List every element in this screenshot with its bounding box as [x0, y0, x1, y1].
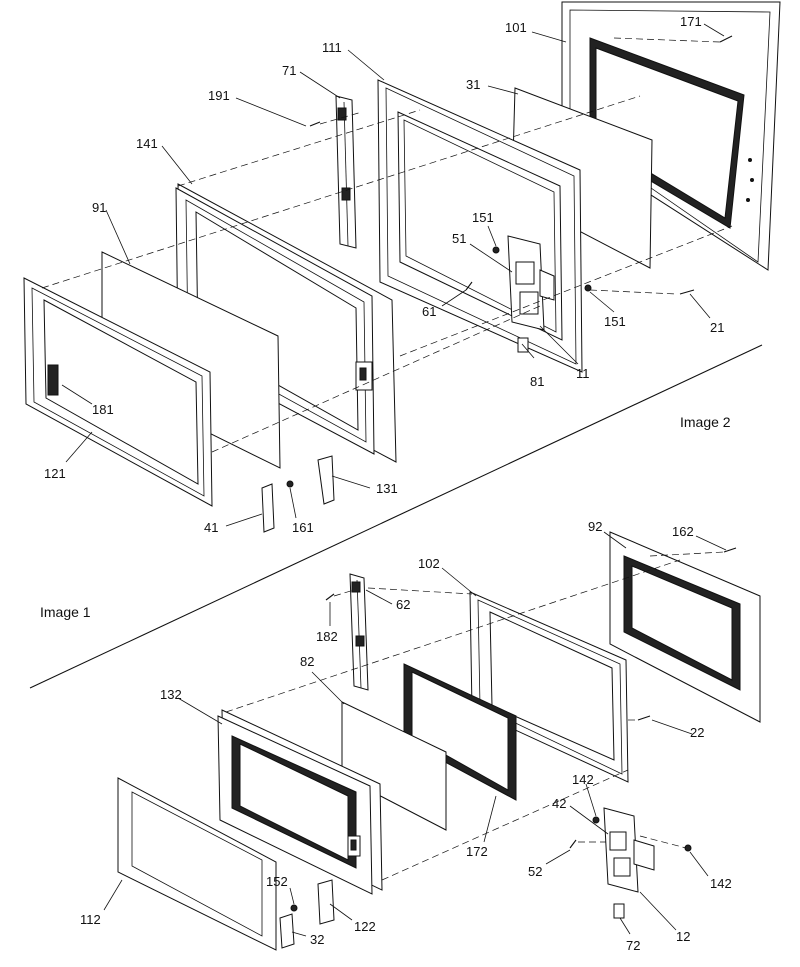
label-part-71: 71: [282, 63, 296, 78]
label-part-152: 152: [266, 874, 288, 889]
label-part-32: 32: [310, 932, 324, 947]
label-part-172: 172: [466, 844, 488, 859]
label-part-131: 131: [376, 481, 398, 496]
label-part-102: 102: [418, 556, 440, 571]
leader-lines-bottom: [103, 531, 727, 937]
label-part-151-b: 151: [604, 314, 626, 329]
part-92-outer-door-panel: [609, 531, 761, 723]
label-part-181: 181: [92, 402, 114, 417]
label-part-101: 101: [505, 20, 527, 35]
part-21-screw: [679, 289, 695, 295]
alignment-lines-top: [41, 37, 733, 453]
part-132-door-frame: [217, 709, 383, 895]
label-part-122: 122: [354, 919, 376, 934]
part-191-screw: [309, 121, 321, 127]
label-part-112: 112: [80, 912, 101, 927]
part-162-screw: [723, 547, 737, 553]
label-part-52: 52: [528, 864, 542, 879]
label-part-61: 61: [422, 304, 436, 319]
label-part-151-a: 151: [472, 210, 494, 225]
label-part-21: 21: [710, 320, 724, 335]
label-part-141: 141: [136, 136, 158, 151]
label-part-22: 22: [690, 725, 704, 740]
part-171-screw: [719, 35, 733, 43]
label-part-72: 72: [626, 938, 640, 953]
label-part-111: 111: [322, 40, 342, 55]
part-12-latch-assembly: [603, 807, 655, 893]
label-part-191: 191: [208, 88, 230, 103]
part-62-hinge-strip: [349, 573, 369, 691]
part-161-screw: [286, 480, 294, 488]
part-102-inner-frame: [469, 591, 629, 783]
label-part-91: 91: [92, 200, 106, 215]
label-part-132: 132: [160, 687, 182, 702]
part-71-hinge-strip: [335, 95, 357, 249]
part-82-glass-pane: [341, 701, 447, 831]
part-121-front-door-panel: [23, 277, 213, 507]
part-11-latch-assembly: [507, 235, 555, 331]
divider-line: [29, 344, 763, 689]
label-part-62: 62: [396, 597, 410, 612]
label-part-92: 92: [588, 519, 602, 534]
label-part-82: 82: [300, 654, 314, 669]
part-182-screw: [325, 593, 335, 601]
label-part-41: 41: [204, 520, 218, 535]
label-part-42: 42: [552, 796, 566, 811]
caption-image-2: Image 2: [680, 414, 731, 430]
part-142-screw-a: [592, 816, 600, 824]
part-labels: 101 171 111 71 191 31 141 91 151 51 61 1…: [44, 14, 732, 953]
label-part-31: 31: [466, 77, 480, 92]
part-72-clip: [613, 903, 625, 919]
part-22-screw: [637, 715, 651, 721]
part-141-door-frame: [175, 183, 397, 463]
leader-lines-top: [61, 23, 725, 527]
part-152-screw: [290, 904, 298, 912]
label-part-142-a: 142: [572, 772, 594, 787]
part-122-latch-hook: [317, 879, 335, 925]
label-part-162: 162: [672, 524, 694, 539]
part-131-latch-hook: [317, 455, 335, 505]
label-part-142-b: 142: [710, 876, 732, 891]
part-112-front-panel: [117, 777, 277, 951]
label-part-11: 11: [576, 366, 590, 381]
part-41-latch-cover: [261, 483, 275, 533]
part-172-window-frame: [403, 663, 517, 801]
part-61-pin: [465, 281, 473, 291]
label-part-182: 182: [316, 629, 338, 644]
label-part-12: 12: [676, 929, 690, 944]
label-part-81: 81: [530, 374, 544, 389]
label-part-51: 51: [452, 231, 466, 246]
part-151-screw-a: [492, 246, 500, 254]
part-32-latch-cover: [279, 913, 295, 949]
part-101-outer-door-panel: [561, 1, 781, 271]
part-52-pin: [569, 839, 577, 849]
label-part-161: 161: [292, 520, 314, 535]
label-part-121: 121: [44, 466, 66, 481]
part-151-screw-b: [584, 284, 592, 292]
caption-image-1: Image 1: [40, 604, 91, 620]
label-part-171: 171: [680, 14, 702, 29]
